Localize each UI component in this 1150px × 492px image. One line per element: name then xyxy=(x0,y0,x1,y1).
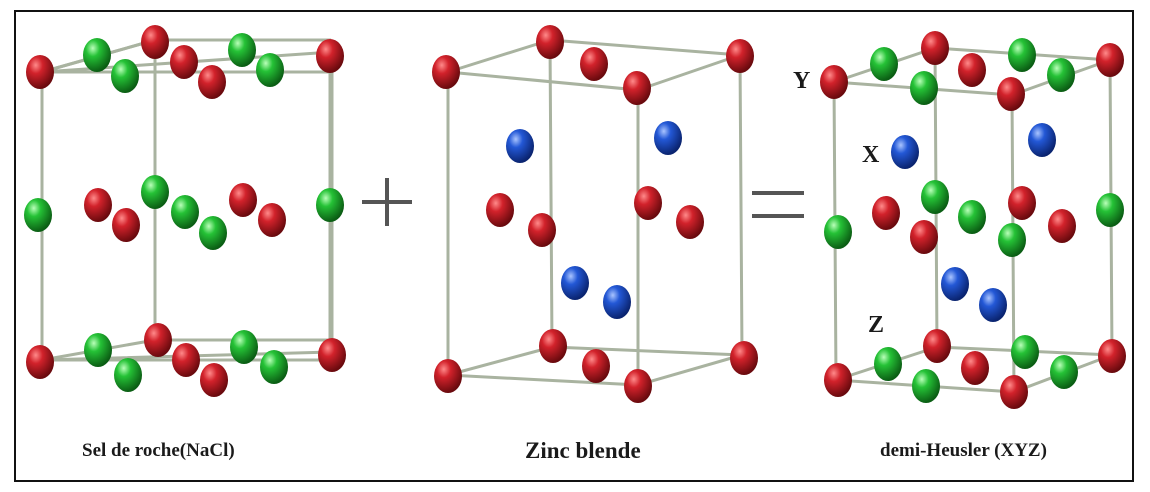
atom-blue xyxy=(506,129,534,163)
atom-red xyxy=(582,349,610,383)
atom-red xyxy=(730,341,758,375)
atom-red xyxy=(921,31,949,65)
atom-red xyxy=(258,203,286,237)
atom-red xyxy=(112,208,140,242)
atom-green xyxy=(921,180,949,214)
caption-zincblende: Zinc blende xyxy=(525,438,641,463)
atom-green xyxy=(256,53,284,87)
atom-red xyxy=(200,363,228,397)
atom-red xyxy=(141,25,169,59)
atom-red xyxy=(923,329,951,363)
atom-red xyxy=(726,39,754,73)
atom-green xyxy=(1050,355,1078,389)
atom-red xyxy=(144,323,172,357)
cell-edge xyxy=(446,38,552,74)
equals-operator-top xyxy=(752,191,804,195)
atom-red xyxy=(432,55,460,89)
atom-red xyxy=(997,77,1025,111)
site-label-z: Z xyxy=(868,312,885,338)
atom-red xyxy=(536,25,564,59)
atom-green xyxy=(958,200,986,234)
atom-red xyxy=(434,359,462,393)
atom-red xyxy=(961,351,989,385)
atom-red xyxy=(229,183,257,217)
atom-red xyxy=(316,39,344,73)
atoms xyxy=(24,25,1126,409)
operators xyxy=(362,178,804,226)
atom-red xyxy=(528,213,556,247)
atom-green xyxy=(228,33,256,67)
atom-red xyxy=(1048,209,1076,243)
atom-green xyxy=(874,347,902,381)
cell-edge xyxy=(636,353,744,387)
atom-red xyxy=(486,193,514,227)
atom-blue xyxy=(1028,123,1056,157)
atom-red xyxy=(824,363,852,397)
cell-edge xyxy=(636,53,742,92)
atom-green xyxy=(1008,38,1036,72)
atom-blue xyxy=(979,288,1007,322)
plus-operator-vertical xyxy=(385,178,389,226)
atom-green xyxy=(316,188,344,222)
atom-red xyxy=(958,53,986,87)
atom-blue xyxy=(603,285,631,319)
atom-green xyxy=(1096,193,1124,227)
cell-edge xyxy=(446,373,640,387)
atom-green xyxy=(824,215,852,249)
atom-red xyxy=(1008,186,1036,220)
cell-edge xyxy=(550,345,744,357)
cell-edge xyxy=(446,345,554,377)
atom-red xyxy=(676,205,704,239)
atom-red xyxy=(623,71,651,105)
atom-red xyxy=(820,65,848,99)
atom-red xyxy=(539,329,567,363)
atom-green xyxy=(83,38,111,72)
caption-rocksalt: Sel de roche(NaCl) xyxy=(82,440,235,461)
atom-green xyxy=(141,175,169,209)
site-label-x: X xyxy=(862,142,880,168)
atom-red xyxy=(198,65,226,99)
atom-red xyxy=(1096,43,1124,77)
cell-edge xyxy=(738,53,744,357)
atom-green xyxy=(114,358,142,392)
atom-green xyxy=(230,330,258,364)
atom-green xyxy=(912,369,940,403)
atom-blue xyxy=(941,267,969,301)
atom-red xyxy=(84,188,112,222)
atom-green xyxy=(998,223,1026,257)
atom-green xyxy=(111,59,139,93)
atom-green xyxy=(24,198,52,232)
equals-operator-bottom xyxy=(752,214,804,218)
atom-blue xyxy=(561,266,589,300)
atom-red xyxy=(172,343,200,377)
atom-green xyxy=(171,195,199,229)
cell-edge xyxy=(548,38,554,349)
site-label-y: Y xyxy=(793,68,811,94)
atom-red xyxy=(26,345,54,379)
atom-red xyxy=(624,369,652,403)
atom-red xyxy=(1000,375,1028,409)
atom-blue xyxy=(654,121,682,155)
cell-edge xyxy=(446,70,640,92)
atom-red xyxy=(170,45,198,79)
atom-green xyxy=(870,47,898,81)
atom-red xyxy=(1098,339,1126,373)
atom-green xyxy=(1011,335,1039,369)
atom-red xyxy=(318,338,346,372)
atom-green xyxy=(910,71,938,105)
atom-green xyxy=(1047,58,1075,92)
atom-red xyxy=(634,186,662,220)
atom-green xyxy=(260,350,288,384)
caption-halfheusler: demi-Heusler (XYZ) xyxy=(880,440,1047,461)
atom-blue xyxy=(891,135,919,169)
atom-green xyxy=(199,216,227,250)
atom-red xyxy=(26,55,54,89)
atom-red xyxy=(910,220,938,254)
atom-green xyxy=(84,333,112,367)
atom-red xyxy=(872,196,900,230)
atom-red xyxy=(580,47,608,81)
cell-edge xyxy=(548,38,742,57)
